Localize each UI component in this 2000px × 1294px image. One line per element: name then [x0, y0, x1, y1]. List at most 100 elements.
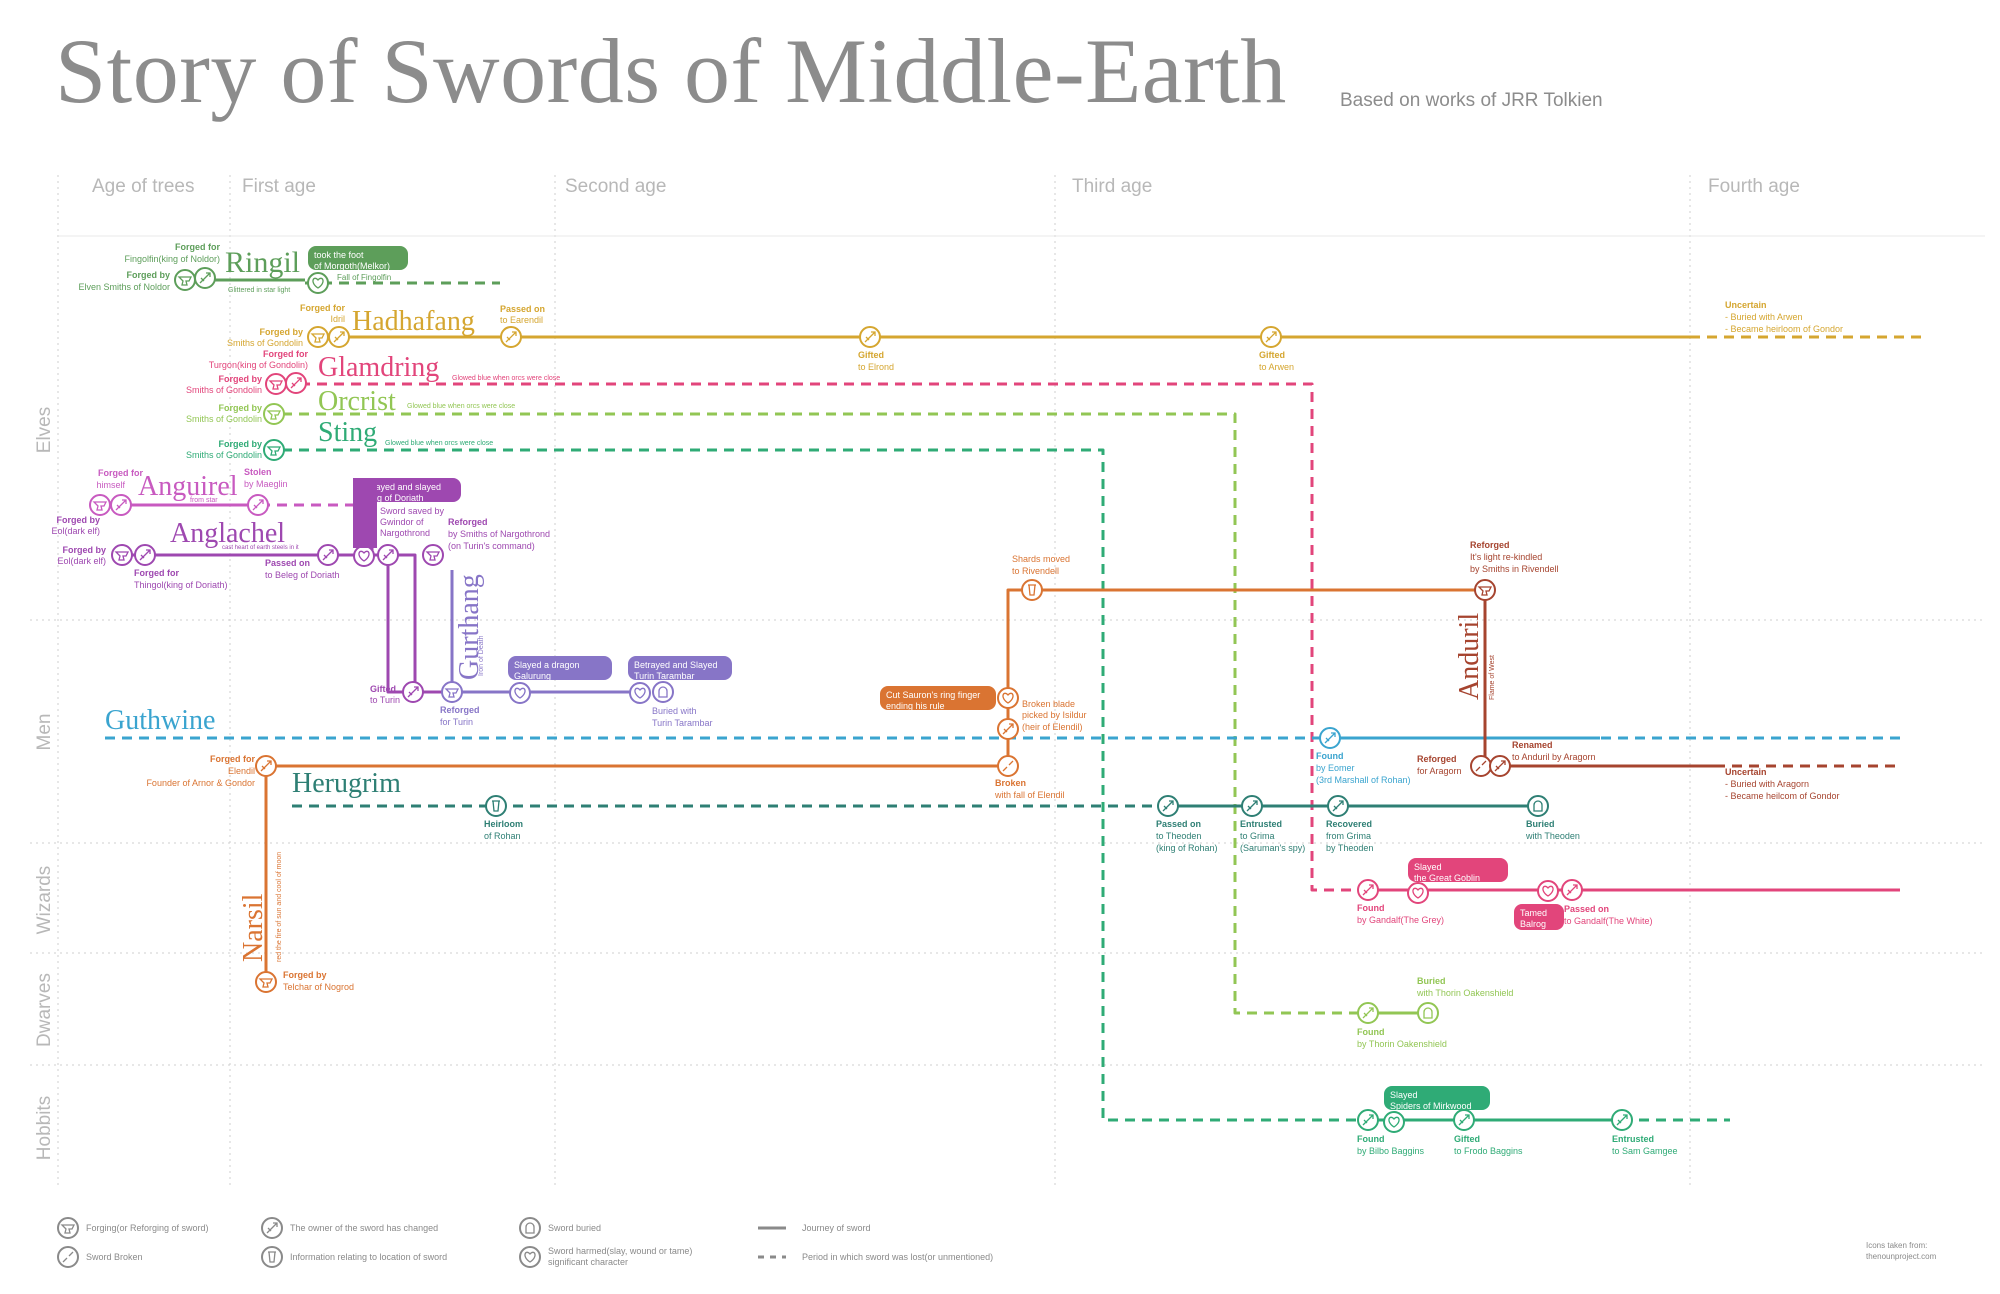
label: Forged for [300, 303, 345, 313]
race-label: Dwarves [34, 973, 55, 1047]
label: Sword saved by [380, 506, 445, 516]
label: Found [1357, 1027, 1385, 1037]
owner-glyph [1324, 732, 1336, 744]
label: from Grima [1326, 831, 1371, 841]
label: Found [1357, 1134, 1385, 1144]
label: Uncertain [1725, 767, 1767, 777]
bubble-text: of Morgoth(Melkor) [314, 261, 390, 271]
label: Turgon(king of Gondolin) [209, 360, 308, 370]
anglachel-path [124, 553, 450, 694]
glamdring-bubble [1408, 858, 1508, 882]
race-label: Wizards [34, 866, 55, 935]
owner-glyph [1362, 1114, 1374, 1126]
anglachel-bubble-stem [353, 478, 377, 548]
ringil-harm-icon [307, 272, 329, 294]
label: Flame of West [1489, 655, 1496, 700]
label: (Saruman's spy) [1240, 843, 1305, 853]
sword-name-herugrim: Herugrim [292, 768, 401, 799]
label: - Became heilcom of Gondor [1725, 791, 1840, 801]
label: Gwindor of [380, 517, 424, 527]
sting-forge-icon [263, 439, 285, 461]
race-label: Men [34, 714, 55, 751]
bubble-text: the Great Goblin [1414, 873, 1480, 883]
label: Sword Broken [86, 1252, 143, 1262]
label: Idril [330, 314, 345, 324]
bubble-text: Slayed a dragon [514, 660, 580, 670]
forge-glyph [177, 276, 193, 286]
label: cast heart of earth steels in it [222, 545, 299, 551]
sword-name-sting: Sting [318, 417, 377, 448]
label: Found [1357, 903, 1385, 913]
sword-name-anduril: Anduril [1454, 613, 1485, 700]
label: to Sam Gamgee [1612, 1146, 1678, 1156]
label: by Gandalf(The Grey) [1357, 915, 1444, 925]
sword-name-hadhafang: Hadhafang [352, 306, 475, 337]
forge-glyph [1477, 586, 1493, 596]
forge-glyph [310, 333, 326, 343]
gurthang-bubble [508, 656, 612, 680]
forge-glyph [92, 501, 108, 511]
label: Turin Tarambar [652, 718, 713, 728]
bubble-text: Cut Sauron's ring finger [886, 690, 980, 700]
forge-glyph [60, 1224, 76, 1234]
bubble-text: Balrog [1520, 919, 1546, 929]
label: Glowed blue when orcs were close [407, 403, 515, 410]
label: (king of Rohan) [1156, 843, 1218, 853]
label: by Maeglin [244, 479, 288, 489]
owner-glyph [1162, 800, 1174, 812]
label: Recovered [1326, 819, 1372, 829]
harm-glyph [1542, 885, 1554, 897]
label: to Turin [370, 695, 400, 705]
ringil-forge-icon [174, 269, 196, 291]
anguirel-forge-icon [89, 494, 111, 516]
owner-glyph [1458, 1114, 1470, 1126]
label: Forged for [98, 468, 143, 478]
narsil-info-icon [1021, 579, 1043, 601]
label: to Grima [1240, 831, 1275, 841]
gurthang-buried-icon [652, 681, 674, 703]
label: - Buried with Arwen [1725, 312, 1803, 322]
label: Passed on [1564, 904, 1609, 914]
label: Shards moved [1012, 554, 1070, 564]
age-header: First age [242, 176, 316, 197]
harm-glyph [514, 687, 526, 699]
label: to Anduril by Aragorn [1512, 752, 1596, 762]
glamdring-lost-path [300, 382, 1900, 892]
label: Thingol(king of Doriath) [134, 580, 228, 590]
label: Iron of Death [478, 635, 485, 676]
narsil-bubble [880, 686, 996, 710]
narsil-shards-path [1006, 588, 1485, 766]
label: Reforged [448, 517, 488, 527]
label: by Bilbo Baggins [1357, 1146, 1425, 1156]
owner-glyph [322, 549, 334, 561]
orcrist-buried-icon [1417, 1002, 1439, 1024]
label: to Rivendell [1012, 566, 1059, 576]
label: Stolen [244, 467, 272, 477]
bubble-text: Spiders of Mirkwood [1390, 1101, 1472, 1111]
label: Forging(or Reforging of sword) [86, 1223, 209, 1233]
label: Elven Smiths of Noldor [78, 282, 170, 292]
bubble-text: Slayed [1414, 862, 1442, 872]
sword-name-gurthang: Gurthang [454, 574, 485, 680]
harm-glyph [1388, 1116, 1400, 1128]
buried-glyph [1533, 800, 1543, 812]
info-glyph [1028, 584, 1036, 596]
label: Passed on [1156, 819, 1201, 829]
label: by Smiths in Rivendell [1470, 564, 1559, 574]
label: Passed on [265, 558, 310, 568]
narsil-broken-icon [997, 755, 1019, 777]
owner-glyph [115, 499, 127, 511]
orcrist-lost-path [282, 412, 1368, 1015]
label: Reforged [1417, 754, 1457, 764]
label: Forged for [210, 754, 255, 764]
label: (heir of Elendil) [1022, 722, 1083, 732]
legend-broken-icon [57, 1246, 79, 1268]
owner-glyph [1332, 800, 1344, 812]
gurthang-bubble [628, 656, 732, 680]
gurthang-reforge-icon [441, 681, 463, 703]
legend-info-icon [261, 1246, 283, 1268]
age-header: Third age [1072, 176, 1152, 197]
label: significant character [548, 1257, 628, 1267]
label: picked by Isildur [1022, 710, 1087, 720]
